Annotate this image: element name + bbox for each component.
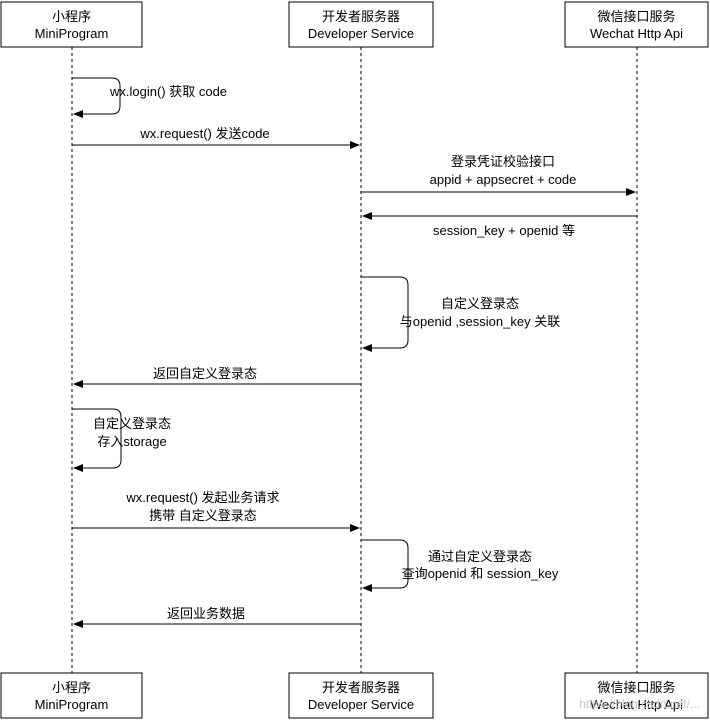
- msg-return-custom-state-label: 返回自定义登录态: [153, 366, 257, 381]
- msg-query-session-label-line1: 通过自定义登录态: [428, 549, 532, 564]
- msg-login-label: wx.login() 获取 code: [109, 84, 227, 99]
- participant-developer-service-top: 开发者服务器 Developer Service: [288, 1, 434, 48]
- self-loop-arrow-custom-state: [361, 276, 409, 352]
- watermark-text: https://blog.csdn.net/...: [579, 697, 700, 711]
- participant-label-line2: Wechat Http Api: [590, 697, 683, 712]
- msg-custom-state-label-line1: 自定义登录态: [441, 296, 519, 311]
- participant-label-line1: 小程序: [52, 680, 91, 695]
- msg-return-business-data-label: 返回业务数据: [167, 606, 245, 621]
- msg-storage-label-line1: 自定义登录态: [93, 416, 171, 431]
- self-loop-arrow-storage: [72, 408, 122, 472]
- msg-storage-label-line2: 存入storage: [97, 434, 166, 449]
- participant-label-line1: 微信接口服务: [597, 680, 675, 695]
- msg-query-session-label-line2: 查询openid 和 session_key: [402, 566, 559, 581]
- self-loop-arrow-query-session: [361, 539, 409, 592]
- participant-label-line1: 开发者服务器: [322, 9, 400, 24]
- participant-wechat-api-top: 微信接口服务 Wechat Http Api: [564, 1, 709, 48]
- participant-label-line2: MiniProgram: [35, 697, 109, 712]
- msg-verify-label-line1: 登录凭证校验接口: [451, 154, 555, 169]
- msg-business-request-label-line2: 携带 自定义登录态: [149, 508, 257, 523]
- participant-miniprogram-bottom: 小程序 MiniProgram: [0, 672, 143, 719]
- participant-label-line1: 微信接口服务: [597, 9, 675, 24]
- msg-business-request-label-line1: wx.request() 发起业务请求: [125, 490, 279, 505]
- participant-label-line2: MiniProgram: [35, 26, 109, 41]
- msg-send-code-label: wx.request() 发送code: [139, 126, 269, 141]
- participant-label-line2: Wechat Http Api: [590, 26, 683, 41]
- self-loop-arrow-login: [72, 77, 121, 118]
- participant-developer-service-bottom: 开发者服务器 Developer Service: [288, 672, 434, 719]
- participant-label-line1: 小程序: [52, 9, 91, 24]
- participant-label-line2: Developer Service: [308, 26, 414, 41]
- participant-label-line2: Developer Service: [308, 697, 414, 712]
- msg-verify-label-line2: appid + appsecret + code: [430, 172, 577, 187]
- msg-custom-state-label-line2: 与openid ,session_key 关联: [400, 314, 560, 329]
- participant-miniprogram-top: 小程序 MiniProgram: [0, 1, 143, 48]
- participant-wechat-api-bottom: 微信接口服务 Wechat Http Api: [564, 672, 709, 719]
- participant-label-line1: 开发者服务器: [322, 680, 400, 695]
- msg-return-session-label: session_key + openid 等: [433, 223, 575, 238]
